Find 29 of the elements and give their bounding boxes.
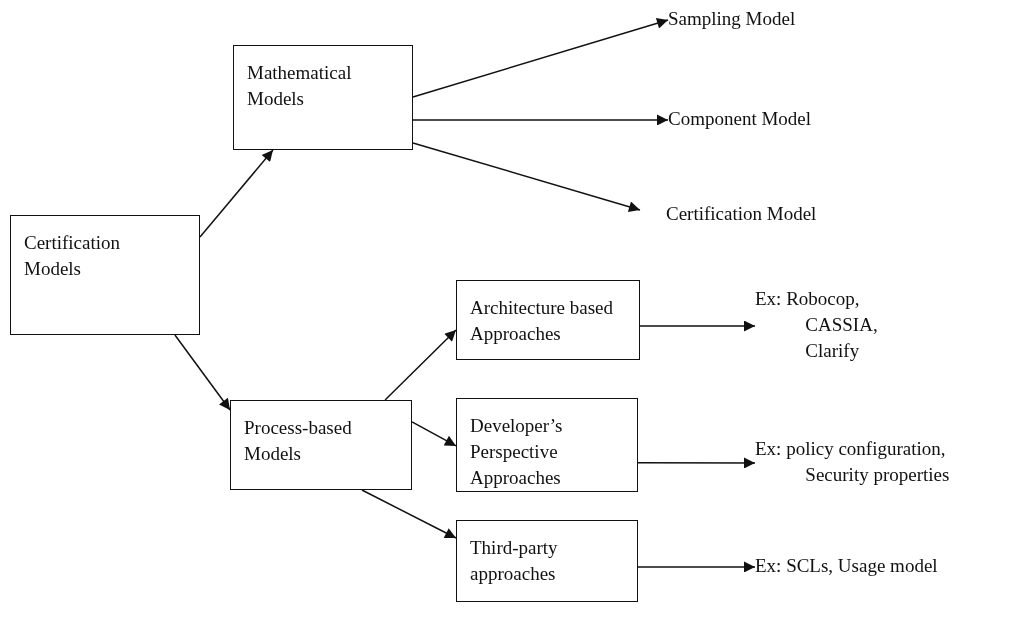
process-box bbox=[230, 400, 412, 490]
node-label: Ex: SCLs, Usage model bbox=[755, 554, 939, 578]
node-label: Ex: Robocop, CASSIA, Clarify bbox=[755, 287, 879, 363]
arrow bbox=[412, 114, 669, 126]
box-label: Mathematical Models bbox=[247, 61, 353, 111]
arrow bbox=[412, 142, 641, 213]
arrow bbox=[412, 17, 669, 98]
box-label: Process-based Models bbox=[244, 416, 353, 466]
process-box bbox=[10, 215, 200, 335]
box-label: Architecture based Approaches bbox=[470, 296, 614, 346]
box-label: Developer’s Perspective Approaches bbox=[470, 414, 564, 490]
arrow bbox=[637, 561, 756, 573]
arrow bbox=[384, 329, 457, 401]
arrow bbox=[639, 320, 756, 332]
process-box bbox=[456, 520, 638, 602]
node-label: Ex: policy configuration, Security properties bbox=[755, 437, 951, 487]
node-label: Certification Model bbox=[666, 202, 818, 226]
box-label: Certification Models bbox=[24, 231, 122, 281]
process-box bbox=[233, 45, 413, 150]
arrow bbox=[361, 489, 457, 539]
process-box bbox=[456, 398, 638, 492]
process-box bbox=[456, 280, 640, 360]
node-label: Component Model bbox=[668, 107, 813, 131]
box-label: Third-party approaches bbox=[470, 536, 559, 586]
arrow bbox=[637, 457, 756, 469]
node-label: Sampling Model bbox=[668, 7, 797, 31]
arrow bbox=[199, 149, 274, 238]
arrow bbox=[174, 334, 231, 411]
arrow bbox=[411, 421, 457, 447]
